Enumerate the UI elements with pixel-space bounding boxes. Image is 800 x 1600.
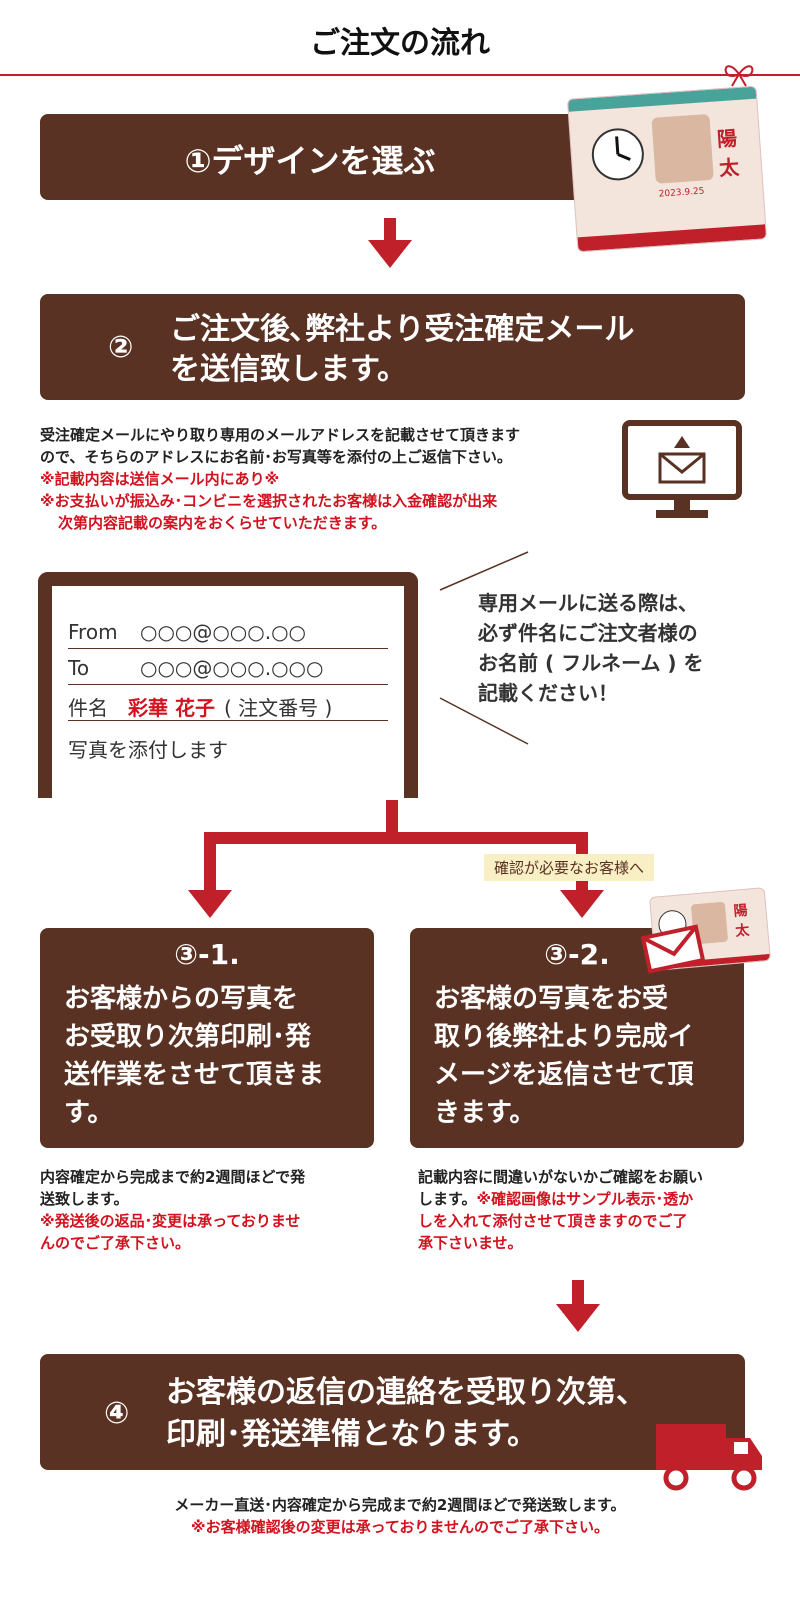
subject-label: 件名 xyxy=(68,696,108,720)
product-name: 陽太 xyxy=(716,126,740,181)
product-card: 陽太 2023.9.25 xyxy=(566,85,768,253)
down-arrow-icon xyxy=(556,1304,600,1332)
note-warning: 次第内容記載の案内をおくらせていただきます。 xyxy=(58,514,387,532)
step3-1-box: ③-1. お客様からの写真を お受取り次第印刷･発 送作業をさせて頂きま す。 xyxy=(40,928,374,1148)
mail-body: 写真を添付します xyxy=(68,738,228,762)
step2-line1: ご注文後､弊社より受注確定メール xyxy=(170,312,635,347)
step1-label: ①デザインを選ぶ xyxy=(184,142,436,180)
footer-line: メーカー直送･内容確定から完成まで約2週間ほどで発送致します。 xyxy=(174,1496,626,1514)
step4-line2: 印刷･発送準備となります。 xyxy=(166,1417,538,1452)
product-date: 2023.9.25 xyxy=(658,186,705,200)
mail-example: From ○○○@○○○.○○ To ○○○@○○○.○○○ 件名 彩華 花子 … xyxy=(38,572,418,798)
confirm-tag: 確認が必要なお客様へ xyxy=(484,854,655,881)
step3-2-note: 記載内容に間違いがないかご確認をお願い します。※確認画像はサンプル表示･透か … xyxy=(418,1168,704,1252)
truck-icon xyxy=(656,1424,762,1491)
subject-suffix: ( 注文番号 ) xyxy=(224,696,333,720)
down-arrow-icon xyxy=(188,890,232,918)
note-line: ので、そちらのアドレスにお名前･お写真等を添付の上ご返信下さい。 xyxy=(40,448,512,466)
envelope-icon xyxy=(640,924,706,974)
note-warning: ※お支払いが振込み･コンビニを選択されたお客様は入金確認が出来 xyxy=(40,492,498,510)
subject-name: 彩華 花子 xyxy=(128,696,215,720)
from-label: From xyxy=(68,620,118,644)
step3-1-num: ③-1. xyxy=(174,938,240,971)
step2-num: ② xyxy=(108,330,134,365)
step3-2-text: お客様の写真をお受 取り後弊社より完成イ メージを返信させて頂 きます。 xyxy=(434,984,694,1128)
clock-icon xyxy=(591,128,644,181)
step4-line1: お客様の返信の連絡を受取り次第、 xyxy=(166,1375,646,1410)
down-arrow-icon xyxy=(560,890,604,918)
down-arrow-icon xyxy=(368,240,412,268)
monitor-mail-icon xyxy=(622,420,742,518)
baby-photo xyxy=(651,113,714,184)
bow-icon xyxy=(724,65,754,87)
step2-box: ② ご注文後､弊社より受注確定メール を送信致します。 xyxy=(40,294,745,400)
preview-name: 陽太 xyxy=(732,902,750,940)
step4-num: ④ xyxy=(104,1396,130,1431)
to-label: To xyxy=(68,656,90,680)
step3-1-note: 内容確定から完成まで約2週間ほどで発 送致します。 ※発送後の返品･変更は承って… xyxy=(40,1168,306,1252)
branch-arrow xyxy=(386,800,398,834)
page-title: ご注文の流れ xyxy=(310,26,490,61)
branch-arrow xyxy=(204,832,216,892)
from-value: ○○○@○○○.○○ xyxy=(140,620,306,644)
branch-arrow xyxy=(204,832,588,844)
footer-warning: ※お客様確認後の変更は承っておりませんのでご了承下さい。 xyxy=(191,1518,609,1536)
title-divider xyxy=(0,74,800,76)
step3-1-text: お客様からの写真を お受取り次第印刷･発 送作業をさせて頂きま す。 xyxy=(64,984,325,1128)
step4-box: ④ お客様の返信の連絡を受取り次第、 印刷･発送準備となります。 xyxy=(40,1354,745,1470)
down-arrow-icon xyxy=(572,1280,584,1304)
to-value: ○○○@○○○.○○○ xyxy=(140,656,324,680)
step3-2-num: ③-2. xyxy=(544,938,610,971)
step2-line2: を送信致します。 xyxy=(170,352,407,387)
bubble-text: 専用メールに送る際は、 必ず件名にご注文者様の お名前 ( フルネーム ) を … xyxy=(478,591,704,705)
down-arrow-icon xyxy=(384,218,396,240)
callout-lines xyxy=(439,551,529,745)
note-line: 受注確定メールにやり取り専用のメールアドレスを記載させて頂きます xyxy=(40,426,521,444)
note-warning: ※記載内容は送信メール内にあり※ xyxy=(40,470,280,488)
step2-note: 受注確定メールにやり取り専用のメールアドレスを記載させて頂きます ので、そちらの… xyxy=(40,424,620,534)
